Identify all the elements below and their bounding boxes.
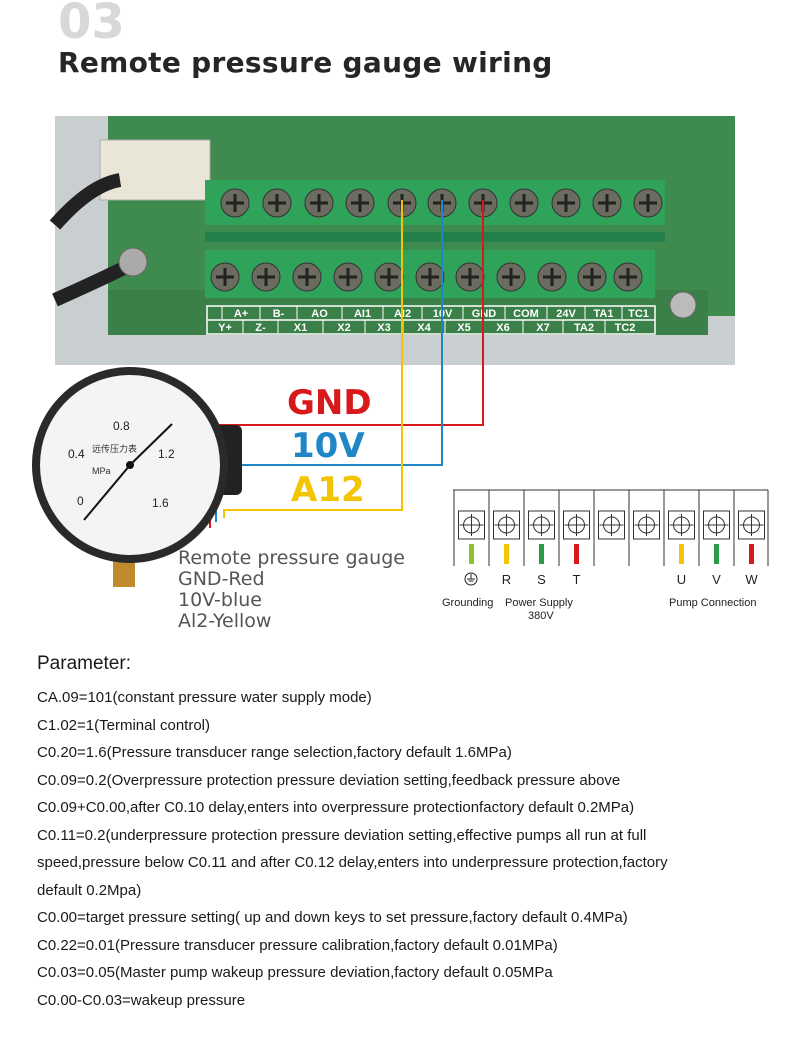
terminal-label: X5	[457, 322, 470, 334]
terminal-screw	[415, 262, 445, 292]
parameter-line: C0.09+C0.00,after C0.10 delay,enters int…	[37, 799, 635, 816]
caption-line: 10V-blue	[178, 589, 262, 611]
terminal-screw	[345, 188, 375, 218]
power-terminal	[493, 510, 520, 564]
power-terminal	[458, 510, 485, 564]
gauge-tick-0.4: 0.4	[68, 447, 85, 461]
parameter-line: C1.02=1(Terminal control)	[37, 716, 210, 734]
caption-line: Al2-Yellow	[178, 610, 272, 632]
parameter-line: C0.22=0.01(Pressure transducer pressure …	[37, 936, 558, 954]
terminal-screw	[509, 188, 539, 218]
terminal-screw	[613, 262, 643, 292]
terminal-screw	[455, 262, 485, 292]
gauge-tick-0.8: 0.8	[113, 419, 130, 433]
terminal-screw	[251, 262, 281, 292]
parameter-line: C0.11=0.2(underpressure protection press…	[37, 826, 647, 844]
terminal-screw	[304, 188, 334, 218]
terminal-label: 24V	[556, 308, 576, 320]
terminal-letter: V	[712, 572, 721, 587]
terminal-label: AI1	[354, 308, 371, 320]
ground-icon	[464, 572, 478, 586]
terminal-label: Y+	[218, 322, 232, 334]
power-terminal	[668, 510, 695, 564]
voltage-label: 380V	[528, 610, 554, 622]
terminal-letter: U	[677, 572, 686, 587]
terminal-label: A+	[234, 308, 248, 320]
terminal-screw	[633, 188, 663, 218]
parameter-line: C0.00=target pressure setting( up and do…	[37, 909, 628, 926]
power-terminal	[563, 510, 590, 564]
pressure-gauge: 0 0.4 0.8 1.2 1.6 远传压力表 MPa	[32, 367, 242, 587]
terminal-screw	[537, 262, 567, 292]
wire-label-10v: 10V	[291, 426, 365, 466]
terminal-letter: T	[573, 572, 581, 587]
gauge-tick-1.2: 1.2	[158, 447, 175, 461]
section-number: 03	[58, 0, 125, 40]
power-terminal	[598, 510, 625, 540]
caption-line: GND-Red	[178, 568, 265, 590]
gauge-chinese-label: 远传压力表	[92, 443, 137, 455]
parameter-section: Parameter: CA.09=101(constant pressure w…	[37, 653, 777, 1014]
power-terminal	[633, 510, 660, 540]
power-supply-label: Power Supply	[505, 597, 573, 609]
caption-line: Remote pressure gauge	[178, 547, 405, 569]
terminal-screw	[496, 262, 526, 292]
power-terminal	[738, 510, 765, 564]
terminal-label: Z-	[255, 322, 266, 334]
wire-label-ai2: A12	[291, 470, 365, 510]
terminal-screw	[551, 188, 581, 218]
terminal-label: GND	[472, 308, 497, 320]
parameter-line: C0.20=1.6(Pressure transducer range sele…	[37, 744, 512, 761]
terminal-label: X2	[337, 322, 350, 334]
parameter-line: C0.09=0.2(Overpressure protection pressu…	[37, 771, 621, 789]
terminal-letter: W	[745, 572, 758, 587]
terminal-screw	[592, 188, 622, 218]
terminal-screw	[262, 188, 292, 218]
terminal-label: B-	[273, 308, 285, 320]
terminal-letter: S	[537, 572, 546, 587]
wire-yellow-ai2	[223, 200, 403, 518]
parameter-heading: Parameter:	[37, 653, 131, 674]
terminal-label: X1	[294, 322, 307, 334]
terminal-screw	[292, 262, 322, 292]
parameter-line: C0.03=0.05(Master pump wakeup pressure d…	[37, 964, 553, 981]
gauge-caption: Remote pressure gauge GND-Red 10V-blue A…	[178, 548, 405, 632]
terminal-screw	[333, 262, 363, 292]
gauge-tick-1.6: 1.6	[152, 496, 169, 510]
terminal-screw	[210, 262, 240, 292]
terminal-label: TC2	[615, 322, 636, 334]
terminal-letter: R	[502, 572, 511, 587]
parameter-line: speed,pressure below C0.11 and after C0.…	[37, 854, 668, 871]
page-title: Remote pressure gauge wiring	[58, 46, 553, 79]
wire-label-gnd: GND	[287, 383, 372, 423]
power-terminal-diagram: R S T U V W	[453, 489, 769, 587]
terminal-label: X7	[536, 322, 549, 334]
parameter-line: C0.00-C0.03=wakeup pressure	[37, 991, 246, 1009]
terminal-label: X4	[417, 322, 431, 334]
terminal-label: TA1	[594, 308, 614, 320]
parameter-line: CA.09=101(constant pressure water supply…	[37, 689, 372, 706]
gauge-tick-0: 0	[77, 494, 84, 508]
terminal-label: TC1	[628, 308, 649, 320]
power-terminal	[703, 510, 730, 564]
gauge-unit: MPa	[92, 466, 111, 476]
terminal-screw	[220, 188, 250, 218]
terminal-label: COM	[513, 308, 539, 320]
terminal-label: AO	[311, 308, 328, 320]
terminal-label: X6	[496, 322, 509, 334]
power-terminal	[528, 510, 555, 564]
parameter-line: default 0.2Mpa)	[37, 881, 142, 899]
terminal-label: X3	[377, 322, 390, 334]
terminal-label: TA2	[574, 322, 594, 334]
terminal-screw	[577, 262, 607, 292]
grounding-label: Grounding	[442, 597, 493, 609]
terminal-screw	[374, 262, 404, 292]
pump-connection-label: Pump Connection	[669, 597, 756, 609]
